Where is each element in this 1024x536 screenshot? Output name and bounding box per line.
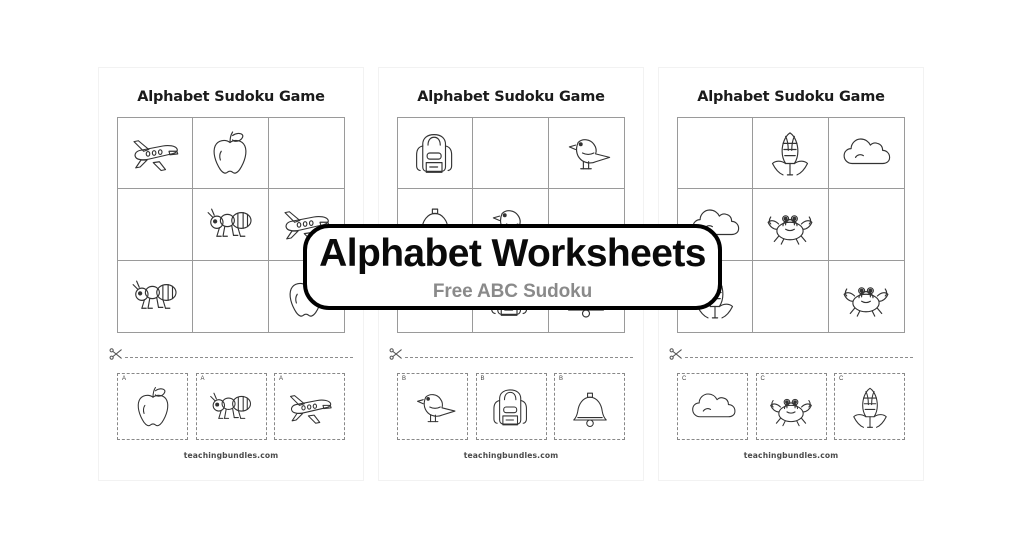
sudoku-cell[interactable] (118, 189, 194, 261)
cut-line (669, 348, 913, 364)
apple-icon (137, 386, 168, 426)
bell-icon (572, 392, 607, 427)
backpack-icon (416, 134, 453, 173)
cutout-card[interactable]: C (677, 373, 748, 440)
cutout-card[interactable]: A (274, 373, 345, 440)
card-letter: C (839, 376, 844, 382)
cutout-card[interactable]: C (834, 373, 905, 440)
sudoku-cell[interactable] (678, 118, 754, 190)
sudoku-cell[interactable] (828, 118, 904, 190)
crab-icon (770, 398, 812, 426)
bird-icon (416, 393, 455, 422)
ant-icon (132, 280, 177, 310)
card-letter: B (402, 376, 407, 382)
cut-dashed-line (405, 357, 633, 358)
overlay-banner: Alphabet Worksheets Free ABC Sudoku (303, 224, 722, 310)
scissors-icon (109, 348, 122, 360)
backpack-icon (493, 388, 527, 425)
banner-title: Alphabet Worksheets (319, 231, 706, 275)
cutout-card[interactable]: B (475, 373, 547, 440)
cut-line (109, 348, 353, 364)
sudoku-cell[interactable] (118, 260, 194, 332)
airplane-icon (289, 394, 332, 424)
page-title: Alphabet Sudoku Game (417, 89, 605, 105)
cutout-card[interactable]: B (397, 373, 468, 440)
card-letter: A (122, 376, 127, 382)
cut-line (389, 348, 633, 364)
page-title: Alphabet Sudoku Game (697, 89, 885, 105)
crab-icon (768, 215, 813, 246)
site-footer: teachingbundles.com (463, 451, 559, 460)
crab-icon (843, 287, 889, 318)
card-letter: A (279, 376, 284, 382)
site-footer: teachingbundles.com (743, 451, 839, 460)
corn-icon (772, 132, 809, 176)
sudoku-cell[interactable] (473, 118, 549, 190)
cutout-card[interactable]: A (117, 373, 188, 440)
cutout-card[interactable]: C (755, 373, 827, 440)
card-letter: C (760, 376, 765, 382)
sudoku-cell[interactable] (753, 118, 829, 190)
scissors-icon (669, 348, 682, 360)
scissors-icon (389, 348, 402, 360)
sudoku-cell[interactable] (753, 260, 829, 332)
card-letter: A (200, 376, 205, 382)
page-title: Alphabet Sudoku Game (137, 89, 325, 105)
card-letter: B (559, 376, 564, 382)
card-letter: B (480, 376, 485, 382)
cutout-cards: C C C (677, 373, 905, 440)
cloud-icon (691, 392, 735, 417)
worksheet-page-3: Alphabet Sudoku Game C C C teachingbundl… (659, 68, 923, 480)
corn-icon (852, 387, 887, 428)
sudoku-cell[interactable] (828, 189, 904, 261)
sudoku-cell[interactable] (193, 118, 269, 190)
sudoku-cell[interactable] (548, 118, 624, 190)
sudoku-cell[interactable] (268, 118, 344, 190)
cutout-card[interactable]: A (195, 373, 267, 440)
card-letter: C (682, 376, 687, 382)
ant-icon (208, 209, 253, 238)
sudoku-cell[interactable] (753, 189, 829, 261)
sudoku-cell[interactable] (193, 260, 269, 332)
sudoku-cell[interactable] (829, 261, 904, 332)
airplane-icon (133, 140, 179, 172)
sudoku-cell[interactable] (398, 118, 474, 190)
cutout-cards: A A A (117, 373, 345, 440)
bird-icon (569, 139, 611, 170)
cut-dashed-line (685, 357, 913, 358)
cut-dashed-line (125, 357, 353, 358)
banner-subtitle: Free ABC Sudoku (432, 280, 593, 302)
cutout-cards: B B B (397, 373, 625, 440)
sudoku-cell[interactable] (118, 118, 194, 190)
sudoku-cell[interactable] (193, 189, 269, 261)
site-footer: teachingbundles.com (183, 451, 279, 460)
cloud-icon (843, 138, 891, 165)
apple-icon (214, 131, 247, 174)
cutout-card[interactable]: B (554, 373, 625, 440)
ant-icon (210, 392, 252, 419)
